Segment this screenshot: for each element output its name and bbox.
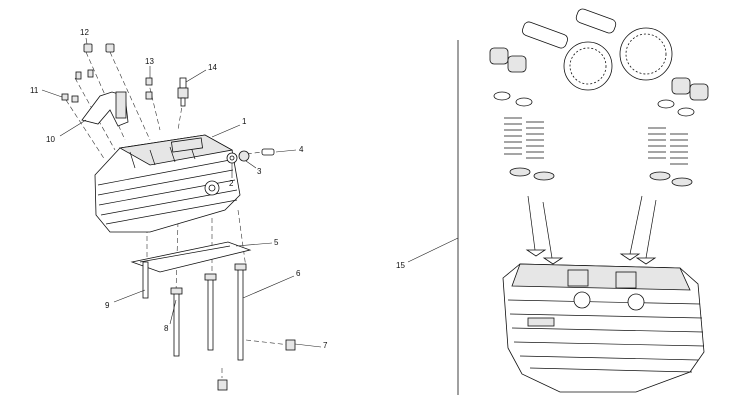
coil-bracket <box>81 91 129 127</box>
callout-4: 4 <box>299 145 304 154</box>
callout-3: 3 <box>257 167 262 176</box>
right-internal-view: 15 <box>396 8 709 393</box>
valves <box>525 195 657 265</box>
leader-lines-left <box>41 37 322 348</box>
callout-10: 10 <box>46 135 55 144</box>
small-fasteners <box>61 43 153 103</box>
leader-line-15 <box>407 237 459 263</box>
callout-11: 11 <box>30 86 39 95</box>
callout-5: 5 <box>274 238 279 247</box>
callout-13: 13 <box>145 57 154 66</box>
spark-plug <box>177 77 189 107</box>
callout-1: 1 <box>242 117 247 126</box>
callout-14: 14 <box>208 63 217 72</box>
tappets <box>489 47 709 101</box>
left-exploded-view: 1 2 3 4 5 6 7 8 9 10 11 12 13 14 <box>30 28 328 391</box>
valve-springs <box>504 117 688 165</box>
valve-retainers <box>493 91 695 117</box>
callout-8: 8 <box>164 324 169 333</box>
callout-9: 9 <box>105 301 110 310</box>
callout-15: 15 <box>396 261 405 270</box>
spring-seats <box>509 167 693 187</box>
callout-6: 6 <box>296 269 301 278</box>
head-gasket <box>130 241 252 273</box>
stud-nuts <box>217 339 296 391</box>
washer-and-bolt <box>226 148 275 164</box>
callout-2: 2 <box>229 179 234 188</box>
assembled-cylinder-head <box>502 263 705 393</box>
cylinder-studs <box>142 261 247 361</box>
camshafts <box>522 8 673 91</box>
callout-12: 12 <box>80 28 89 37</box>
cylinder-head <box>94 134 241 233</box>
callout-labels-left: 1 2 3 4 5 6 7 8 9 10 11 12 13 14 <box>30 28 328 350</box>
callout-7: 7 <box>323 341 328 350</box>
